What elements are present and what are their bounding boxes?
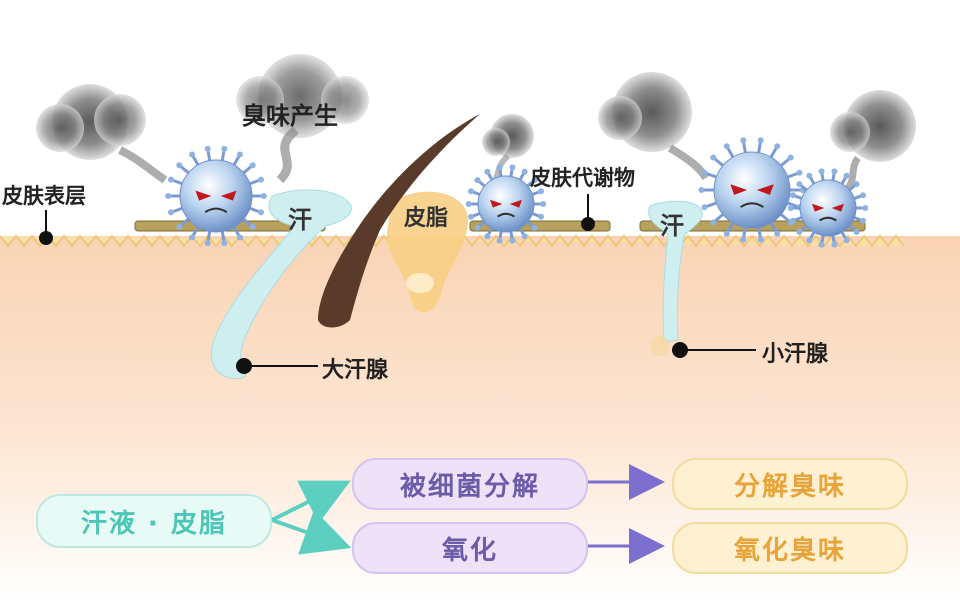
sebum-gland-highlight [406, 273, 434, 293]
bacterium-icon [165, 145, 267, 247]
bacteria-group [165, 137, 869, 248]
odor-label: 臭味产生 [242, 102, 338, 130]
bacterium-icon [698, 137, 806, 243]
bacterium-icon [465, 164, 547, 244]
sweat-label-right: 汗 [660, 212, 684, 240]
result-pill-oxidation-odor: 氧化臭味 [672, 522, 908, 574]
sebum-label: 皮脂 [404, 206, 449, 231]
eccrine-sweat-duct [648, 200, 703, 343]
process-pill-oxidation: 氧化 [352, 522, 588, 574]
hair-strand [318, 114, 480, 328]
metabolite-pointer-dot [581, 217, 595, 231]
smoke-cloud [598, 72, 710, 181]
eccrine-gland-coil [650, 336, 670, 356]
apocrine-pointer-dot [236, 358, 252, 374]
sweat-label-left: 汗 [288, 206, 312, 234]
label-pointers [39, 194, 756, 374]
result-pill-decomposition-odor: 分解臭味 [672, 458, 908, 510]
epidermis-label: 皮肤表层 [2, 184, 86, 208]
smoke-cloud [236, 54, 369, 184]
eccrine-pointer-dot [672, 342, 688, 358]
metabolite-label: 皮肤代谢物 [530, 166, 635, 190]
arrow-to-bacteria [271, 480, 351, 524]
process-pill-bacteria: 被细菌分解 [352, 458, 588, 510]
smoke-cloud [36, 84, 168, 184]
flow-arrows [271, 464, 665, 564]
eccrine-gland-label: 小汗腺 [762, 342, 829, 367]
source-pill: 汗液 · 皮脂 [36, 494, 272, 548]
apocrine-gland-label: 大汗腺 [322, 358, 389, 383]
arrow-to-oxidation [271, 509, 352, 555]
smoke-cloud [830, 90, 916, 191]
odor-smoke-clouds [36, 54, 916, 191]
epidermis-pointer-dot [39, 231, 53, 245]
bacterium-icon [787, 168, 869, 248]
